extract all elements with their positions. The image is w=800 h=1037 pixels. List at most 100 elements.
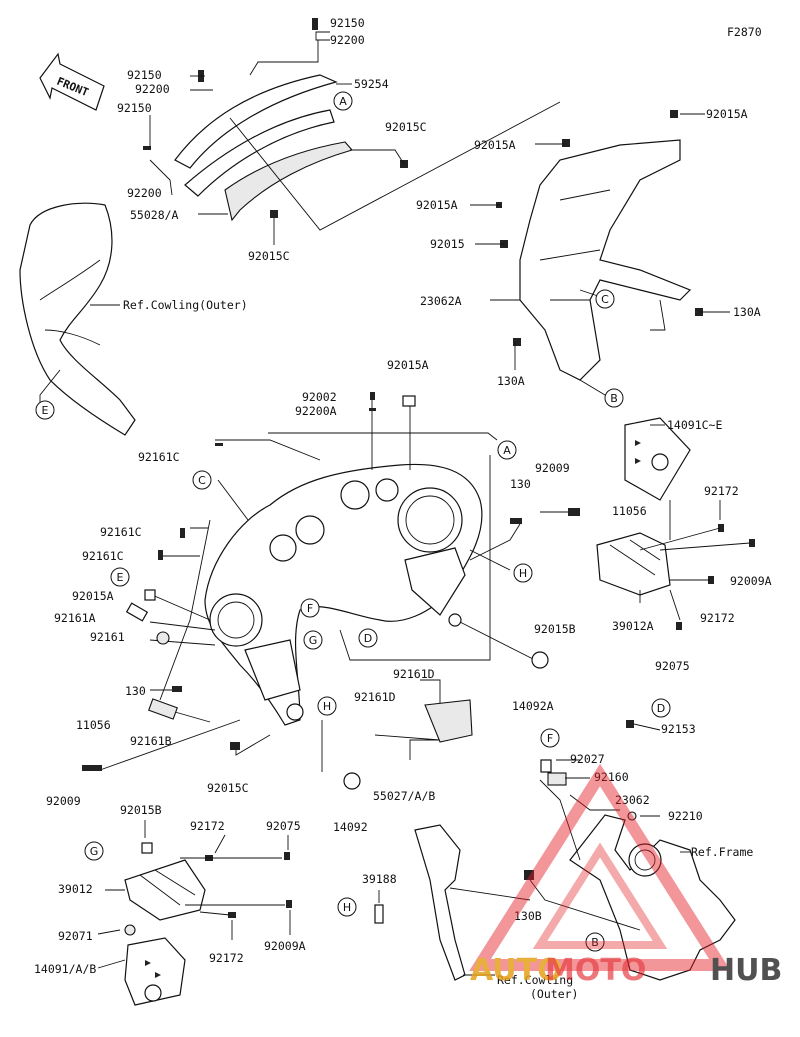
label-92015c-b: 92015C [248, 249, 290, 263]
callout-e-cowling: E [110, 567, 130, 587]
callout-g-cowling: G [303, 630, 323, 650]
label-92200-b: 92200 [135, 82, 170, 96]
callout-h-cowling-right: H [513, 563, 533, 583]
screw-icon [708, 576, 714, 584]
label-92161c-mid: 92161C [100, 525, 142, 539]
label-130-left: 130 [125, 684, 146, 698]
trim-lower [184, 109, 335, 197]
label-92161d-a: 92161D [393, 667, 435, 681]
svg-text:F: F [307, 602, 313, 615]
grommet-icon [144, 589, 156, 601]
screw-icon [718, 524, 724, 532]
label-92015a-center: 92015A [387, 358, 429, 372]
label-39188: 39188 [362, 872, 397, 886]
gauge-1 [269, 534, 297, 562]
watermark-logo: AUTO MOTO HUB [469, 763, 782, 988]
cowling-shape [19, 202, 136, 436]
screw-icon [286, 900, 292, 908]
gauge-3 [340, 480, 370, 510]
label-23062: 23062 [615, 793, 650, 807]
center-leaders [99, 400, 580, 772]
label-92150-c: 92150 [117, 101, 152, 115]
svg-text:A: A [339, 95, 347, 108]
label-92015b-right: 92015B [534, 622, 576, 636]
ref-cowling-shape [414, 824, 466, 981]
label-92015a-top: 92015A [706, 107, 748, 121]
nut-icon [270, 210, 278, 218]
callout-a-top: A [333, 91, 353, 111]
screw-icon [284, 852, 290, 860]
label-92172-mid: 92172 [700, 611, 735, 625]
svg-text:E: E [42, 404, 49, 417]
label-92172-bl-top: 92172 [190, 819, 225, 833]
callout-b-top: B [604, 388, 624, 408]
lower-panel [244, 639, 301, 701]
frame-23062a-group [470, 110, 730, 396]
washer-icon [124, 924, 136, 936]
box-39012 [124, 859, 206, 921]
label-92015c-a: 92015C [385, 120, 427, 134]
screw-icon [370, 392, 375, 400]
callout-a-center: A [497, 440, 517, 460]
grommet-icon [531, 651, 549, 669]
label-130-center: 130 [510, 477, 531, 491]
label-92161: 92161 [90, 630, 125, 644]
svg-text:D: D [657, 702, 665, 715]
label-92161b: 92161B [130, 734, 172, 748]
watermark-moto: MOTO [545, 953, 646, 988]
label-55028: 55028/A [130, 208, 179, 222]
grommet [448, 613, 462, 627]
cover-14091 [124, 937, 186, 1006]
label-14091-a-b: 14091/A/B [34, 962, 96, 976]
callout-c-frame: C [595, 289, 615, 309]
washer-icon [627, 811, 637, 821]
bolt-icon [695, 308, 703, 316]
label-92200-a: 92200 [330, 33, 365, 47]
pad-icon [148, 698, 178, 720]
label-92015a-mid: 92015A [474, 138, 516, 152]
cutout-panel [404, 547, 466, 616]
screw-icon [749, 539, 755, 547]
trim-59254 [174, 74, 338, 169]
label-92015: 92015 [430, 237, 465, 251]
pad-icon [125, 602, 149, 622]
center-small-parts [82, 392, 580, 790]
clip-icon [180, 528, 185, 538]
speaker-right [397, 487, 463, 553]
grommet-icon [540, 759, 552, 773]
svg-text:E: E [117, 571, 124, 584]
watermark-hub: HUB [710, 953, 782, 988]
label-92075-left: 92075 [266, 819, 301, 833]
label-92160: 92160 [594, 770, 629, 784]
label-92015a-left2: 92015A [72, 589, 114, 603]
svg-text:H: H [323, 700, 331, 713]
callout-e-left: E [35, 400, 55, 420]
svg-text:D: D [364, 632, 372, 645]
callout-d-right: D [651, 698, 671, 718]
watermark-triangle-icon [469, 763, 731, 971]
inner-cowling-group [204, 463, 483, 726]
frame-23062 [569, 814, 736, 981]
label-92075-right: 92075 [655, 659, 690, 673]
pad-92161d [424, 699, 473, 743]
grommet-icon [156, 631, 170, 645]
label-92015c-center: 92015C [207, 781, 249, 795]
grommet [286, 703, 304, 721]
label-92002: 92002 [302, 390, 337, 404]
label-92161d-b: 92161D [354, 690, 396, 704]
screw-icon [626, 720, 634, 728]
grommet-icon [402, 395, 416, 407]
label-39012a: 39012A [612, 619, 654, 633]
label-92161a: 92161A [54, 611, 96, 625]
svg-text:G: G [90, 845, 99, 858]
screw-icon [228, 912, 236, 918]
label-92009a-bottom: 92009A [264, 939, 306, 953]
bolt-icon [510, 518, 522, 524]
label-ref-frame: Ref.Frame [691, 845, 753, 859]
svg-text:B: B [610, 392, 618, 405]
svg-text:G: G [309, 634, 318, 647]
label-92009-left: 92009 [46, 794, 81, 808]
front-arrow-icon: FRONT [39, 52, 105, 111]
label-14092: 14092 [333, 820, 368, 834]
